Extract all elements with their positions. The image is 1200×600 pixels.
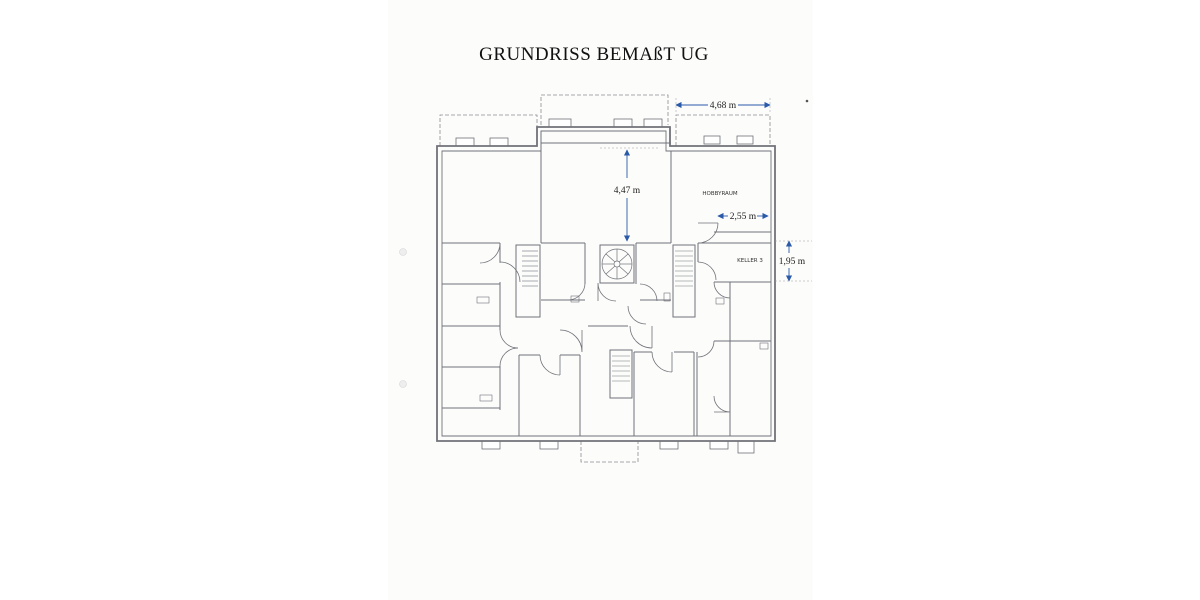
paper-sheet xyxy=(388,0,813,600)
spiral-stair xyxy=(601,248,633,280)
speck xyxy=(805,99,809,103)
dimension-arrows xyxy=(623,101,793,282)
dim-label-width-top: 4,68 m xyxy=(710,101,737,111)
punch-hole-top xyxy=(399,248,407,256)
stair-treads xyxy=(522,250,693,382)
room-label-keller: KELLER 3 xyxy=(737,258,763,264)
punch-hole-bottom xyxy=(399,380,407,388)
room-label-hobby: HOBBYRAUM xyxy=(702,191,737,197)
plan-title: GRUNDRISS BEMAßT UG xyxy=(479,44,709,65)
door-swings xyxy=(479,222,731,413)
dashed-right-projection xyxy=(675,114,771,146)
dim-label-depth-center: 4,47 m xyxy=(614,186,641,196)
dim-label-depth-keller: 1,95 m xyxy=(779,257,806,267)
interior-walls xyxy=(442,131,771,436)
dashed-left-projection xyxy=(439,114,538,146)
dim-label-width-keller: 2,55 m xyxy=(730,212,757,222)
windows xyxy=(455,118,755,454)
dashed-bottom-projection xyxy=(580,441,639,463)
fixtures xyxy=(476,292,769,402)
dashed-center-projection xyxy=(540,94,669,125)
dashed-outlines xyxy=(439,94,771,463)
dimension-extension-lines xyxy=(600,98,812,282)
